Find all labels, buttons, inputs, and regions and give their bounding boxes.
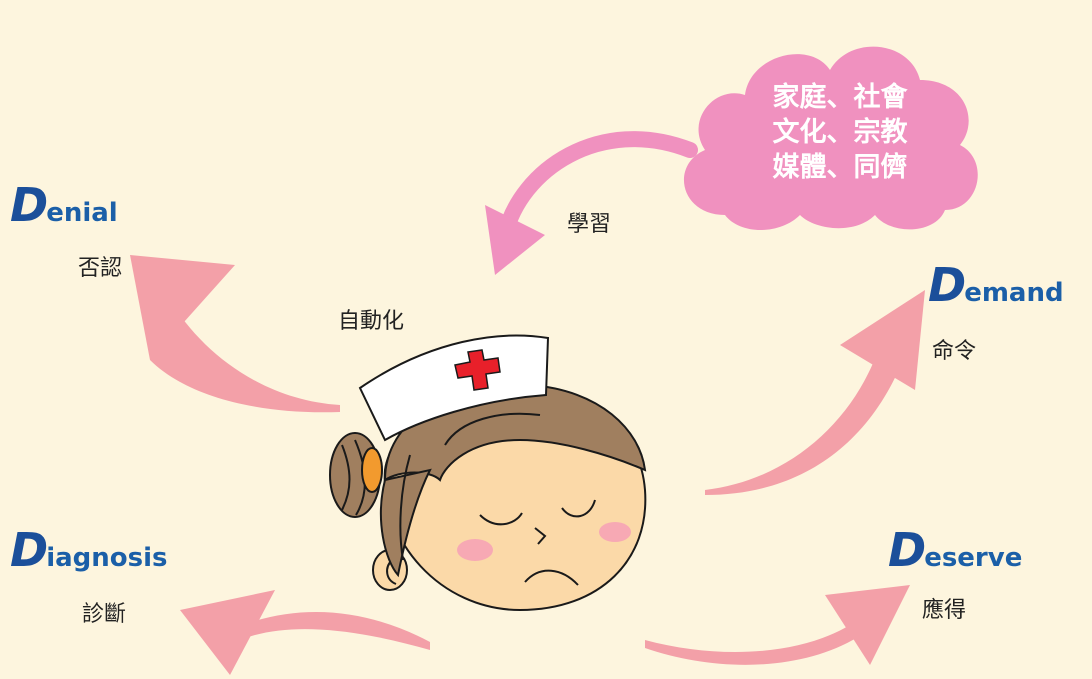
deserve-term: Deserve <box>888 523 1022 577</box>
deserve-initial: D <box>888 523 926 577</box>
cloud-line: 媒體、同儕 <box>772 152 908 183</box>
learning-arrow <box>485 131 698 275</box>
denial-initial: D <box>10 178 48 232</box>
demand-initial: D <box>928 258 966 312</box>
nurse-illustration <box>329 334 647 612</box>
red-cross-icon <box>454 349 501 391</box>
cloud-line: 家庭、社會 <box>772 82 908 113</box>
denial-rest: enial <box>46 198 118 228</box>
automation-label: 自動化 <box>338 309 405 334</box>
denial-term: Denial <box>10 178 118 232</box>
diagnosis-term: Diagnosis <box>10 523 168 577</box>
demand-term: Demand <box>928 258 1064 312</box>
denial-translation: 否認 <box>78 256 123 281</box>
diagnosis-arrow <box>180 590 430 675</box>
demand-translation: 命令 <box>932 339 977 364</box>
deserve-translation: 應得 <box>922 598 967 623</box>
cloud-line: 文化、宗教 <box>772 117 908 148</box>
diagnosis-initial: D <box>10 523 48 577</box>
diagnosis-translation: 診斷 <box>82 602 127 627</box>
deserve-rest: eserve <box>924 543 1023 573</box>
left-cheek <box>457 539 493 561</box>
cloud-text: 家庭、社會 文化、宗教 媒體、同儕 <box>750 80 930 185</box>
demand-rest: emand <box>964 278 1064 308</box>
right-cheek <box>599 522 631 542</box>
cloud-shape <box>683 46 978 230</box>
learning-label: 學習 <box>567 212 612 237</box>
demand-arrow <box>705 290 925 495</box>
denial-arrow <box>130 255 340 413</box>
diagnosis-rest: iagnosis <box>46 543 168 573</box>
deserve-arrow <box>645 585 910 665</box>
